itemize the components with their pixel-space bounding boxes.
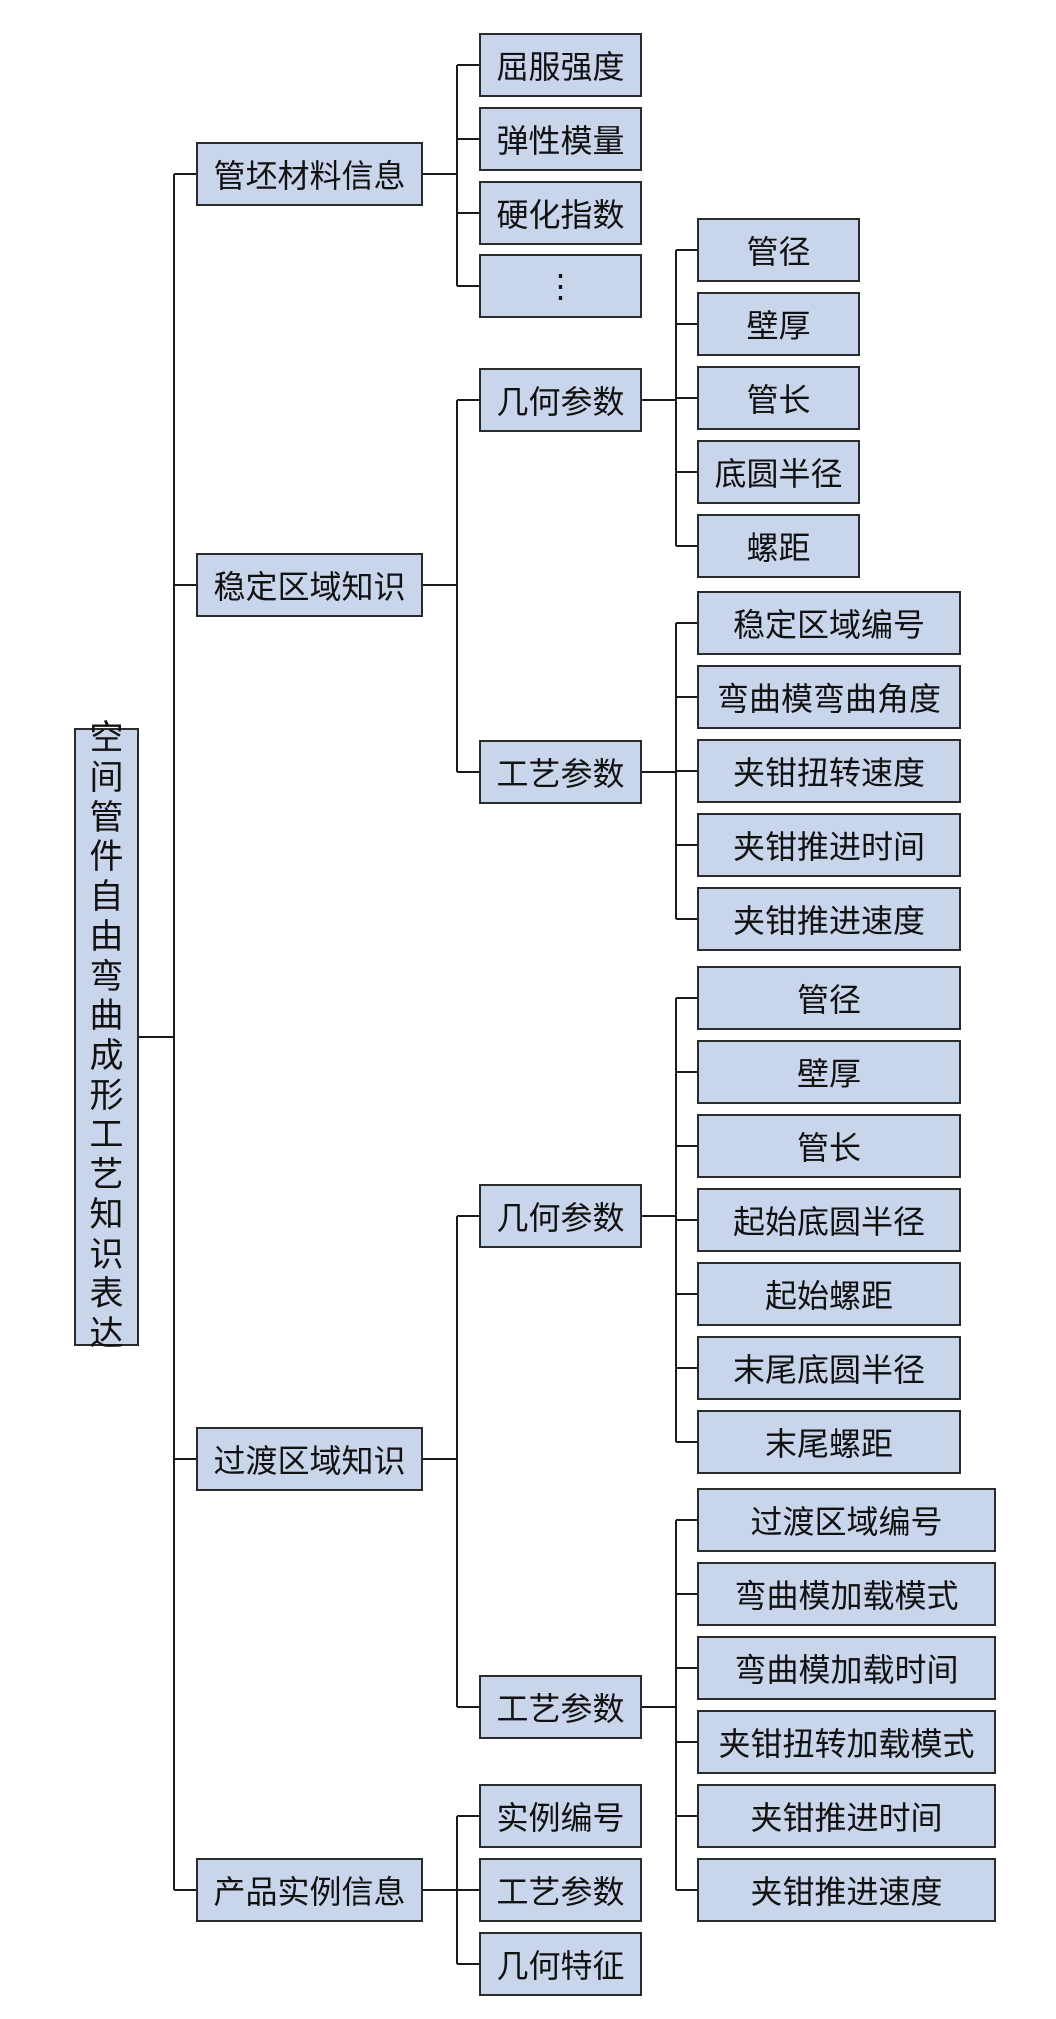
transition-process-item-node: 夹钳推进速度 xyxy=(697,1858,996,1922)
material-info-node: 管坯材料信息 xyxy=(196,142,423,206)
product-instance-node: 产品实例信息 xyxy=(196,1858,423,1922)
root-label-char: 弯 xyxy=(89,956,124,997)
root-label-char: 成 xyxy=(89,1036,124,1076)
root-label-char: 空 xyxy=(89,718,124,759)
root-label-char: 曲 xyxy=(89,996,124,1037)
transition-process-item-node: 夹钳推进时间 xyxy=(697,1784,996,1848)
product-item-node: 几何特征 xyxy=(479,1932,642,1996)
stable-geometry-item-node: 管径 xyxy=(697,218,860,282)
root-label-char: 自 xyxy=(89,877,124,918)
transition-process-node: 工艺参数 xyxy=(479,1675,642,1739)
transition-process-item-node: 过渡区域编号 xyxy=(697,1488,996,1552)
stable-process-item-node: 稳定区域编号 xyxy=(697,591,961,655)
root-label-char: 工 xyxy=(89,1115,124,1156)
transition-geometry-item-node: 起始螺距 xyxy=(697,1262,961,1326)
stable-geometry-item-node: 螺距 xyxy=(697,514,860,578)
root-label-char: 管 xyxy=(89,797,124,838)
transition-geometry-item-node: 管长 xyxy=(697,1114,961,1178)
root-label-char: 表 xyxy=(89,1274,124,1315)
transition-process-item-node: 弯曲模加载时间 xyxy=(697,1636,996,1700)
root-label-char: 艺 xyxy=(89,1155,124,1196)
root-label-char: 由 xyxy=(89,916,124,957)
material-item-node: 弹性模量 xyxy=(479,107,642,171)
transition-geometry-item-node: 末尾螺距 xyxy=(697,1410,961,1474)
material-item-node: 屈服强度 xyxy=(479,33,642,97)
root-node: 空间管件自由弯曲成形工艺知识表达 xyxy=(74,719,139,1354)
transition-geometry-item-node: 起始底圆半径 xyxy=(697,1188,961,1252)
stable-process-item-node: 弯曲模弯曲角度 xyxy=(697,665,961,729)
root-label-char: 识 xyxy=(89,1234,124,1275)
stable-process-item-node: 夹钳推进时间 xyxy=(697,813,961,877)
stable-geometry-node: 几何参数 xyxy=(479,368,642,432)
stable-region-node: 稳定区域知识 xyxy=(196,553,423,617)
transition-process-item-node: 弯曲模加载模式 xyxy=(697,1562,996,1626)
transition-geometry-item-node: 末尾底圆半径 xyxy=(697,1336,961,1400)
root-label-char: 间 xyxy=(89,758,124,799)
product-item-node: 实例编号 xyxy=(479,1784,642,1848)
stable-geometry-item-node: 底圆半径 xyxy=(697,440,860,504)
material-item-node: 硬化指数 xyxy=(479,181,642,245)
transition-geometry-item-node: 管径 xyxy=(697,966,961,1030)
root-label-char: 知 xyxy=(89,1194,124,1235)
transition-geometry-node: 几何参数 xyxy=(479,1184,642,1248)
stable-process-item-node: 夹钳扭转速度 xyxy=(697,739,961,803)
transition-process-item-node: 夹钳扭转加载模式 xyxy=(697,1710,996,1774)
root-label-char: 达 xyxy=(89,1313,124,1354)
root-label-char: 件 xyxy=(89,837,124,878)
stable-process-node: 工艺参数 xyxy=(479,740,642,804)
product-item-node: 工艺参数 xyxy=(479,1858,642,1922)
stable-process-item-node: 夹钳推进速度 xyxy=(697,887,961,951)
transition-region-node: 过渡区域知识 xyxy=(196,1427,423,1491)
stable-geometry-item-node: 管长 xyxy=(697,366,860,430)
material-item-node: ⋮ xyxy=(479,254,642,318)
root-label-char: 形 xyxy=(89,1075,124,1116)
stable-geometry-item-node: 壁厚 xyxy=(697,292,860,356)
transition-geometry-item-node: 壁厚 xyxy=(697,1040,961,1104)
